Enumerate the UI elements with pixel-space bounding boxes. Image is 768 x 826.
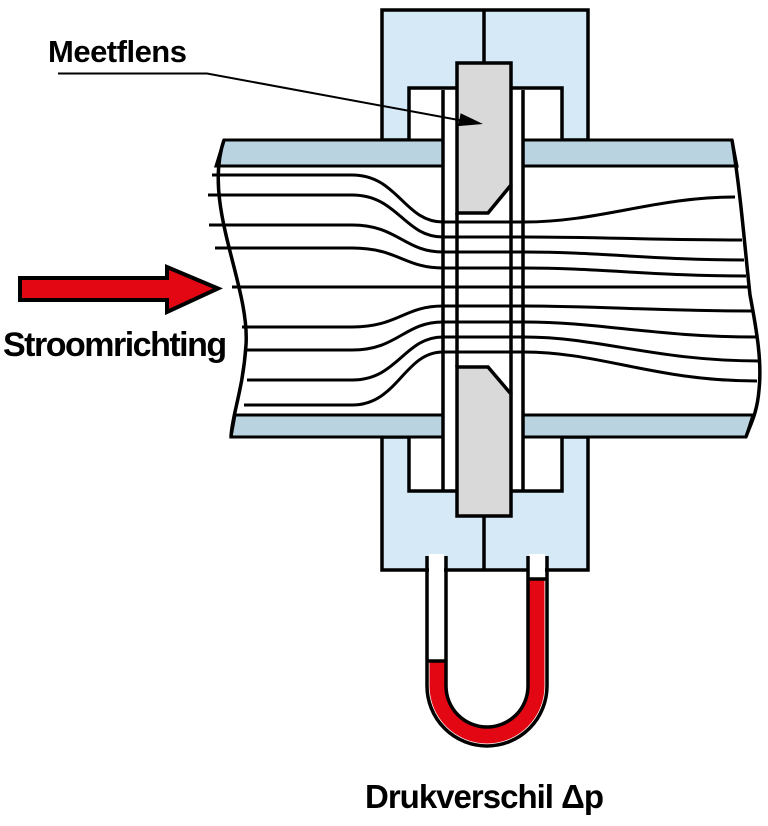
pipe-wall-bottom-right <box>521 413 756 439</box>
manometer-inner-wall <box>444 556 530 729</box>
flow-direction-arrow <box>18 263 223 316</box>
orifice-plate-upper <box>455 61 513 215</box>
pipe-wall-bottom-left <box>229 413 445 439</box>
meetflens-leader <box>58 72 483 127</box>
leader-arrowhead-icon <box>458 113 483 127</box>
u-tube-manometer <box>425 554 549 748</box>
pipe-wall-top-right <box>521 138 739 168</box>
pipe-break-edge-right <box>730 139 762 438</box>
orifice-plate <box>455 61 513 518</box>
meetflens-label: Meetflens <box>48 34 186 69</box>
manometer-outer-wall <box>425 556 549 748</box>
orifice-plate-lower <box>455 365 513 518</box>
pipe-wall-top-left <box>213 138 445 168</box>
stroomrichting-label: Stroomrichting <box>3 326 226 364</box>
drukverschil-label: Drukverschil Δp <box>365 778 603 815</box>
manometer-fluid <box>429 579 545 744</box>
pressure-tap-channels <box>441 90 525 491</box>
pipe-break-edge-left <box>216 139 248 438</box>
